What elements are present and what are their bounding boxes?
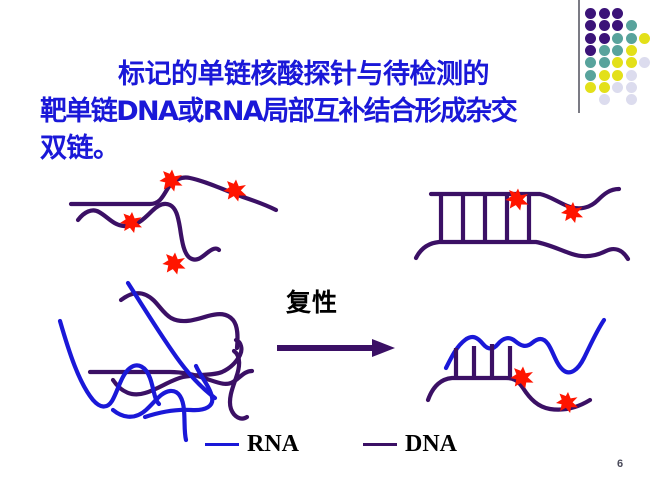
decorative-dot bbox=[625, 94, 637, 106]
decorative-dot bbox=[612, 32, 623, 44]
red-starburst-label bbox=[159, 169, 183, 192]
decorative-dot bbox=[639, 57, 650, 69]
legend-label-dna: DNA bbox=[405, 431, 457, 457]
process-arrow bbox=[277, 339, 395, 357]
decorative-dot bbox=[612, 57, 623, 69]
legend-swatch-rna bbox=[205, 442, 239, 446]
decorative-dot bbox=[598, 81, 610, 93]
red-starburst-label bbox=[561, 202, 583, 223]
hybrid-bottom-rna-strand bbox=[443, 317, 607, 375]
decorative-dot bbox=[598, 94, 610, 106]
decorative-dot bbox=[598, 57, 610, 69]
legend-label-rna: RNA bbox=[247, 431, 299, 457]
rna-tangle-strand-3 bbox=[110, 388, 189, 443]
decorative-vertical-rule bbox=[578, 0, 580, 113]
decorative-dot bbox=[612, 8, 623, 19]
hybrid-top-lower-strand bbox=[413, 239, 631, 262]
decorative-dot bbox=[625, 32, 637, 44]
decorative-dot bbox=[639, 32, 650, 44]
rna-tangle-strand-2 bbox=[57, 318, 162, 409]
decorative-dot-grid bbox=[585, 8, 665, 108]
rna-tangle-strand-1 bbox=[125, 280, 218, 401]
red-starburst-label bbox=[223, 179, 247, 202]
legend: RNA DNA bbox=[205, 432, 495, 464]
process-label: 复性 bbox=[286, 288, 339, 317]
dna-tangle-strand-2 bbox=[87, 368, 255, 386]
decorative-dot bbox=[585, 69, 596, 81]
decorative-dot bbox=[625, 20, 637, 32]
page-number: 6 bbox=[617, 458, 624, 470]
decorative-dot bbox=[598, 44, 610, 56]
decorative-dot bbox=[625, 44, 637, 56]
dna-tangle-strand-1 bbox=[118, 291, 240, 351]
hybrid-top-upper-strand bbox=[428, 186, 622, 211]
decorative-dot bbox=[585, 8, 596, 19]
rna-dna-hybrid bbox=[425, 317, 607, 413]
decorative-dot bbox=[612, 44, 623, 56]
red-starburst-label bbox=[556, 392, 578, 413]
title-line-2: 靶单链DNA或RNA局部互补结合形成杂交 bbox=[40, 96, 518, 127]
decorative-dot bbox=[612, 69, 623, 81]
decorative-dot bbox=[612, 81, 623, 93]
decorative-dot bbox=[598, 8, 610, 19]
title-line-3: 双链。 bbox=[40, 133, 120, 164]
decorative-dot bbox=[585, 32, 596, 44]
decorative-dot bbox=[598, 32, 610, 44]
red-starburst-label bbox=[505, 188, 529, 211]
legend-item-rna: RNA bbox=[205, 432, 299, 456]
rna-tangle-strand-4 bbox=[142, 363, 215, 420]
red-starburst-label bbox=[162, 252, 186, 275]
red-starburst-label bbox=[120, 212, 142, 233]
decorative-dot bbox=[625, 57, 637, 69]
decorative-dot bbox=[585, 44, 596, 56]
decorative-dot bbox=[585, 81, 596, 93]
dna-probe-strand-2 bbox=[75, 201, 222, 262]
decorative-dot bbox=[598, 20, 610, 32]
left-strand-group bbox=[57, 169, 279, 443]
legend-swatch-dna bbox=[363, 442, 397, 446]
decorative-dot bbox=[625, 81, 637, 93]
title-line-1: 标记的单链核酸探针与待检测的 bbox=[118, 59, 490, 90]
decorative-dot bbox=[625, 69, 637, 81]
dna-tangle-strand-3 bbox=[110, 337, 244, 397]
dna-probe-strand-1 bbox=[68, 175, 279, 213]
decorative-dot bbox=[598, 69, 610, 81]
dna-tangle-strand-4 bbox=[227, 348, 250, 421]
legend-item-dna: DNA bbox=[363, 432, 457, 456]
decorative-dot bbox=[585, 20, 596, 32]
slide-title: 标记的单链核酸探针与待检测的 靶单链DNA或RNA局部互补结合形成杂交 双链。 bbox=[40, 56, 585, 167]
decorative-dot bbox=[585, 57, 596, 69]
red-starburst-label bbox=[510, 366, 534, 389]
dna-dna-hybrid bbox=[413, 186, 631, 262]
decorative-dot bbox=[612, 20, 623, 32]
